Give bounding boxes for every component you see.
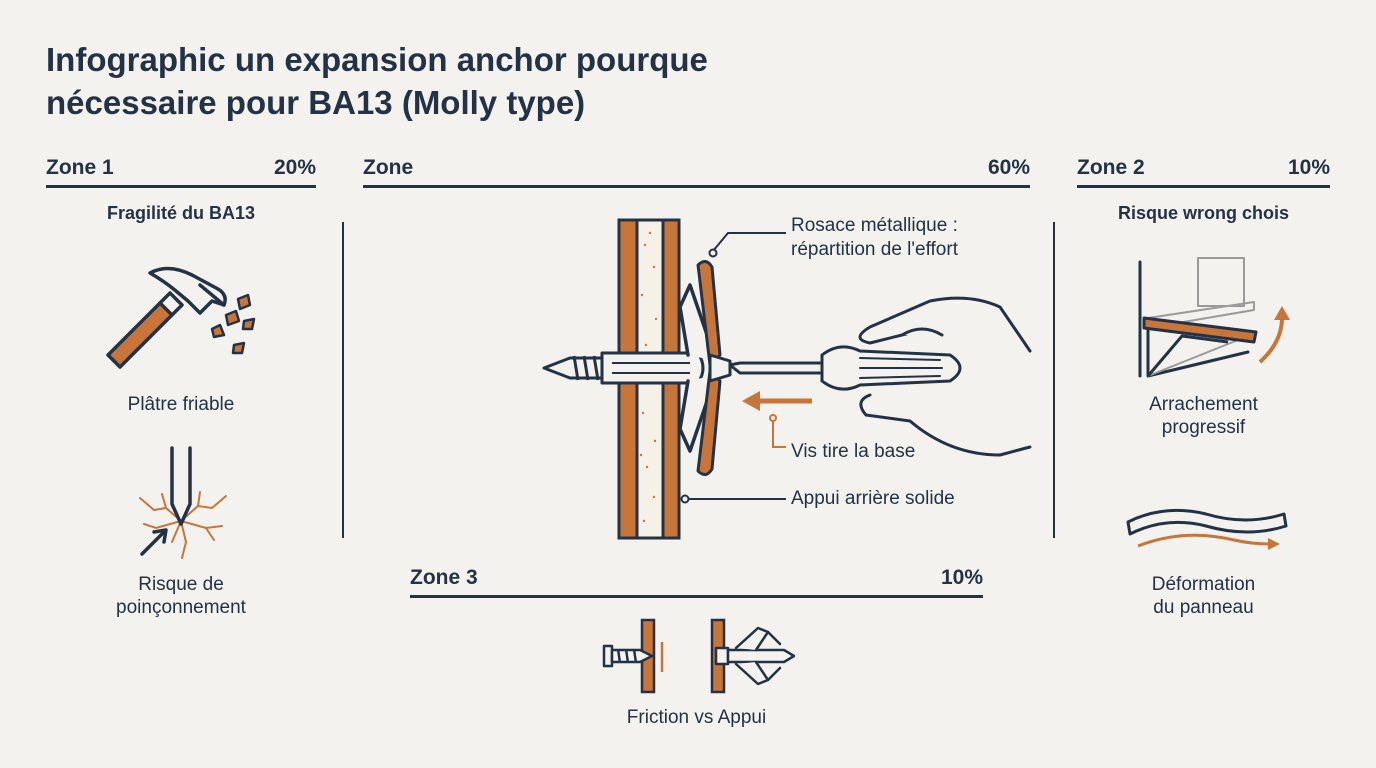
title-line-1: Infographic un expansion anchor pourque bbox=[46, 41, 708, 78]
zone1-subtitle: Fragilité du BA13 bbox=[106, 203, 256, 223]
page-title: Infographic un expansion anchor pourque … bbox=[46, 38, 946, 124]
crack-icon bbox=[139, 446, 227, 559]
separator-left bbox=[342, 222, 344, 538]
zone1-caption-punch-line1: Risque de bbox=[138, 574, 224, 595]
zone3-percent: 10% bbox=[940, 566, 983, 589]
zone3-header: Zone 3 10% bbox=[410, 566, 983, 598]
zone2-subtitle: Risque wrong chois bbox=[1117, 203, 1290, 223]
zone1-header: Zone 1 20% bbox=[46, 156, 316, 188]
zone1-caption-punch-line2: poinçonnement bbox=[116, 597, 246, 618]
zone2-caption-arrachement: Arrachement progressif bbox=[1077, 393, 1330, 439]
molly-anchor-icon bbox=[710, 618, 796, 694]
callout-rosace-line2: répartition de l'effort bbox=[791, 239, 958, 260]
zone2-caption-deformation-line2: du panneau bbox=[1153, 597, 1254, 618]
zone3-label: Zone 3 bbox=[410, 566, 478, 589]
center-percent: 60% bbox=[987, 156, 1030, 179]
zone1-caption-hammer: Plâtre friable bbox=[127, 394, 235, 415]
callout-appui: Appui arrière solide bbox=[791, 488, 955, 509]
pull-arrow-icon bbox=[742, 391, 812, 411]
zone1-caption-punch: Risque de poinçonnement bbox=[46, 573, 316, 619]
title-line-2: nécessaire pour BA13 (Molly type) bbox=[46, 84, 586, 121]
plain-screw-icon bbox=[602, 618, 664, 694]
center-header: Zone 60% bbox=[363, 156, 1030, 188]
molly-anchor-illustration bbox=[542, 218, 1032, 540]
zone2-caption-deformation-line1: Déformation bbox=[1151, 574, 1256, 595]
zone1-percent: 20% bbox=[273, 156, 316, 179]
zone2-percent: 10% bbox=[1287, 156, 1330, 179]
zone2-header: Zone 2 10% bbox=[1077, 156, 1330, 188]
callout-vis: Vis tire la base bbox=[791, 441, 916, 462]
zone2-caption-arrachement-line2: progressif bbox=[1161, 417, 1246, 438]
separator-right bbox=[1053, 222, 1055, 538]
callout-rosace-line1: Rosace métallique : bbox=[791, 215, 958, 236]
callout-rosace: Rosace métallique : répartition de l'eff… bbox=[791, 214, 958, 262]
panel-bend-icon bbox=[1126, 508, 1288, 550]
center-label: Zone bbox=[363, 156, 414, 179]
shelf-pullout-icon bbox=[1138, 257, 1290, 378]
zone1-label: Zone 1 bbox=[46, 156, 114, 179]
zone2-caption-arrachement-line1: Arrachement bbox=[1149, 394, 1258, 415]
zone3-caption: Friction vs Appui bbox=[626, 707, 767, 728]
zone2-caption-deformation: Déformation du panneau bbox=[1077, 573, 1330, 619]
hammer-icon bbox=[106, 266, 256, 369]
zone2-label: Zone 2 bbox=[1077, 156, 1145, 179]
